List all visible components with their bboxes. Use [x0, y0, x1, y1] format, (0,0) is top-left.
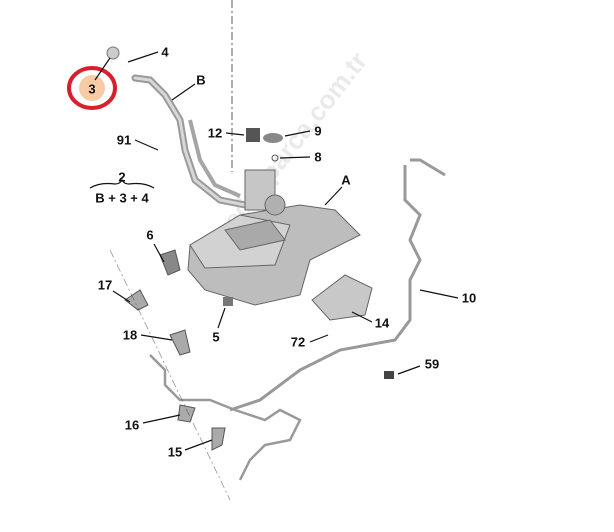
filler-pipe: [131, 74, 249, 209]
kit-formula: B + 3 + 4: [95, 190, 149, 206]
callout-14[interactable]: 14: [374, 315, 390, 331]
part-12: [246, 128, 260, 142]
part-5: [223, 297, 233, 306]
callout-91[interactable]: 91: [116, 132, 132, 148]
callout-72[interactable]: 72: [290, 334, 306, 350]
part-16: [177, 404, 196, 423]
part-15: [211, 427, 226, 451]
part-18: [169, 329, 191, 356]
callout-3[interactable]: 3: [88, 81, 96, 97]
callout-10[interactable]: 10: [461, 290, 477, 306]
tank-module: [187, 169, 361, 306]
callout-12[interactable]: 12: [207, 125, 223, 141]
part-9: [263, 133, 283, 143]
callout-18[interactable]: 18: [122, 327, 138, 343]
filler-cap: [106, 46, 120, 60]
part-17: [124, 289, 149, 311]
part-59: [384, 371, 394, 379]
callout-59[interactable]: 59: [424, 356, 440, 372]
callout-8[interactable]: 8: [314, 149, 322, 165]
fuel-line-10: [229, 158, 446, 412]
callout-17[interactable]: 17: [97, 277, 113, 293]
callout-9[interactable]: 9: [314, 123, 322, 139]
bracket-14: [311, 274, 373, 321]
highlight-ring: [67, 66, 117, 110]
callout-6[interactable]: 6: [146, 227, 154, 243]
callout-4[interactable]: 4: [161, 44, 169, 60]
callout-5[interactable]: 5: [212, 329, 220, 345]
line-16: [149, 354, 302, 481]
part-8: [271, 154, 279, 162]
part-6: [159, 249, 181, 276]
callout-2[interactable]: 2: [118, 169, 126, 185]
callout-15[interactable]: 15: [167, 444, 183, 460]
leader-lines: [89, 51, 459, 451]
callout-B[interactable]: B: [196, 72, 206, 88]
callout-A[interactable]: A: [341, 172, 351, 188]
callout-16[interactable]: 16: [124, 417, 140, 433]
